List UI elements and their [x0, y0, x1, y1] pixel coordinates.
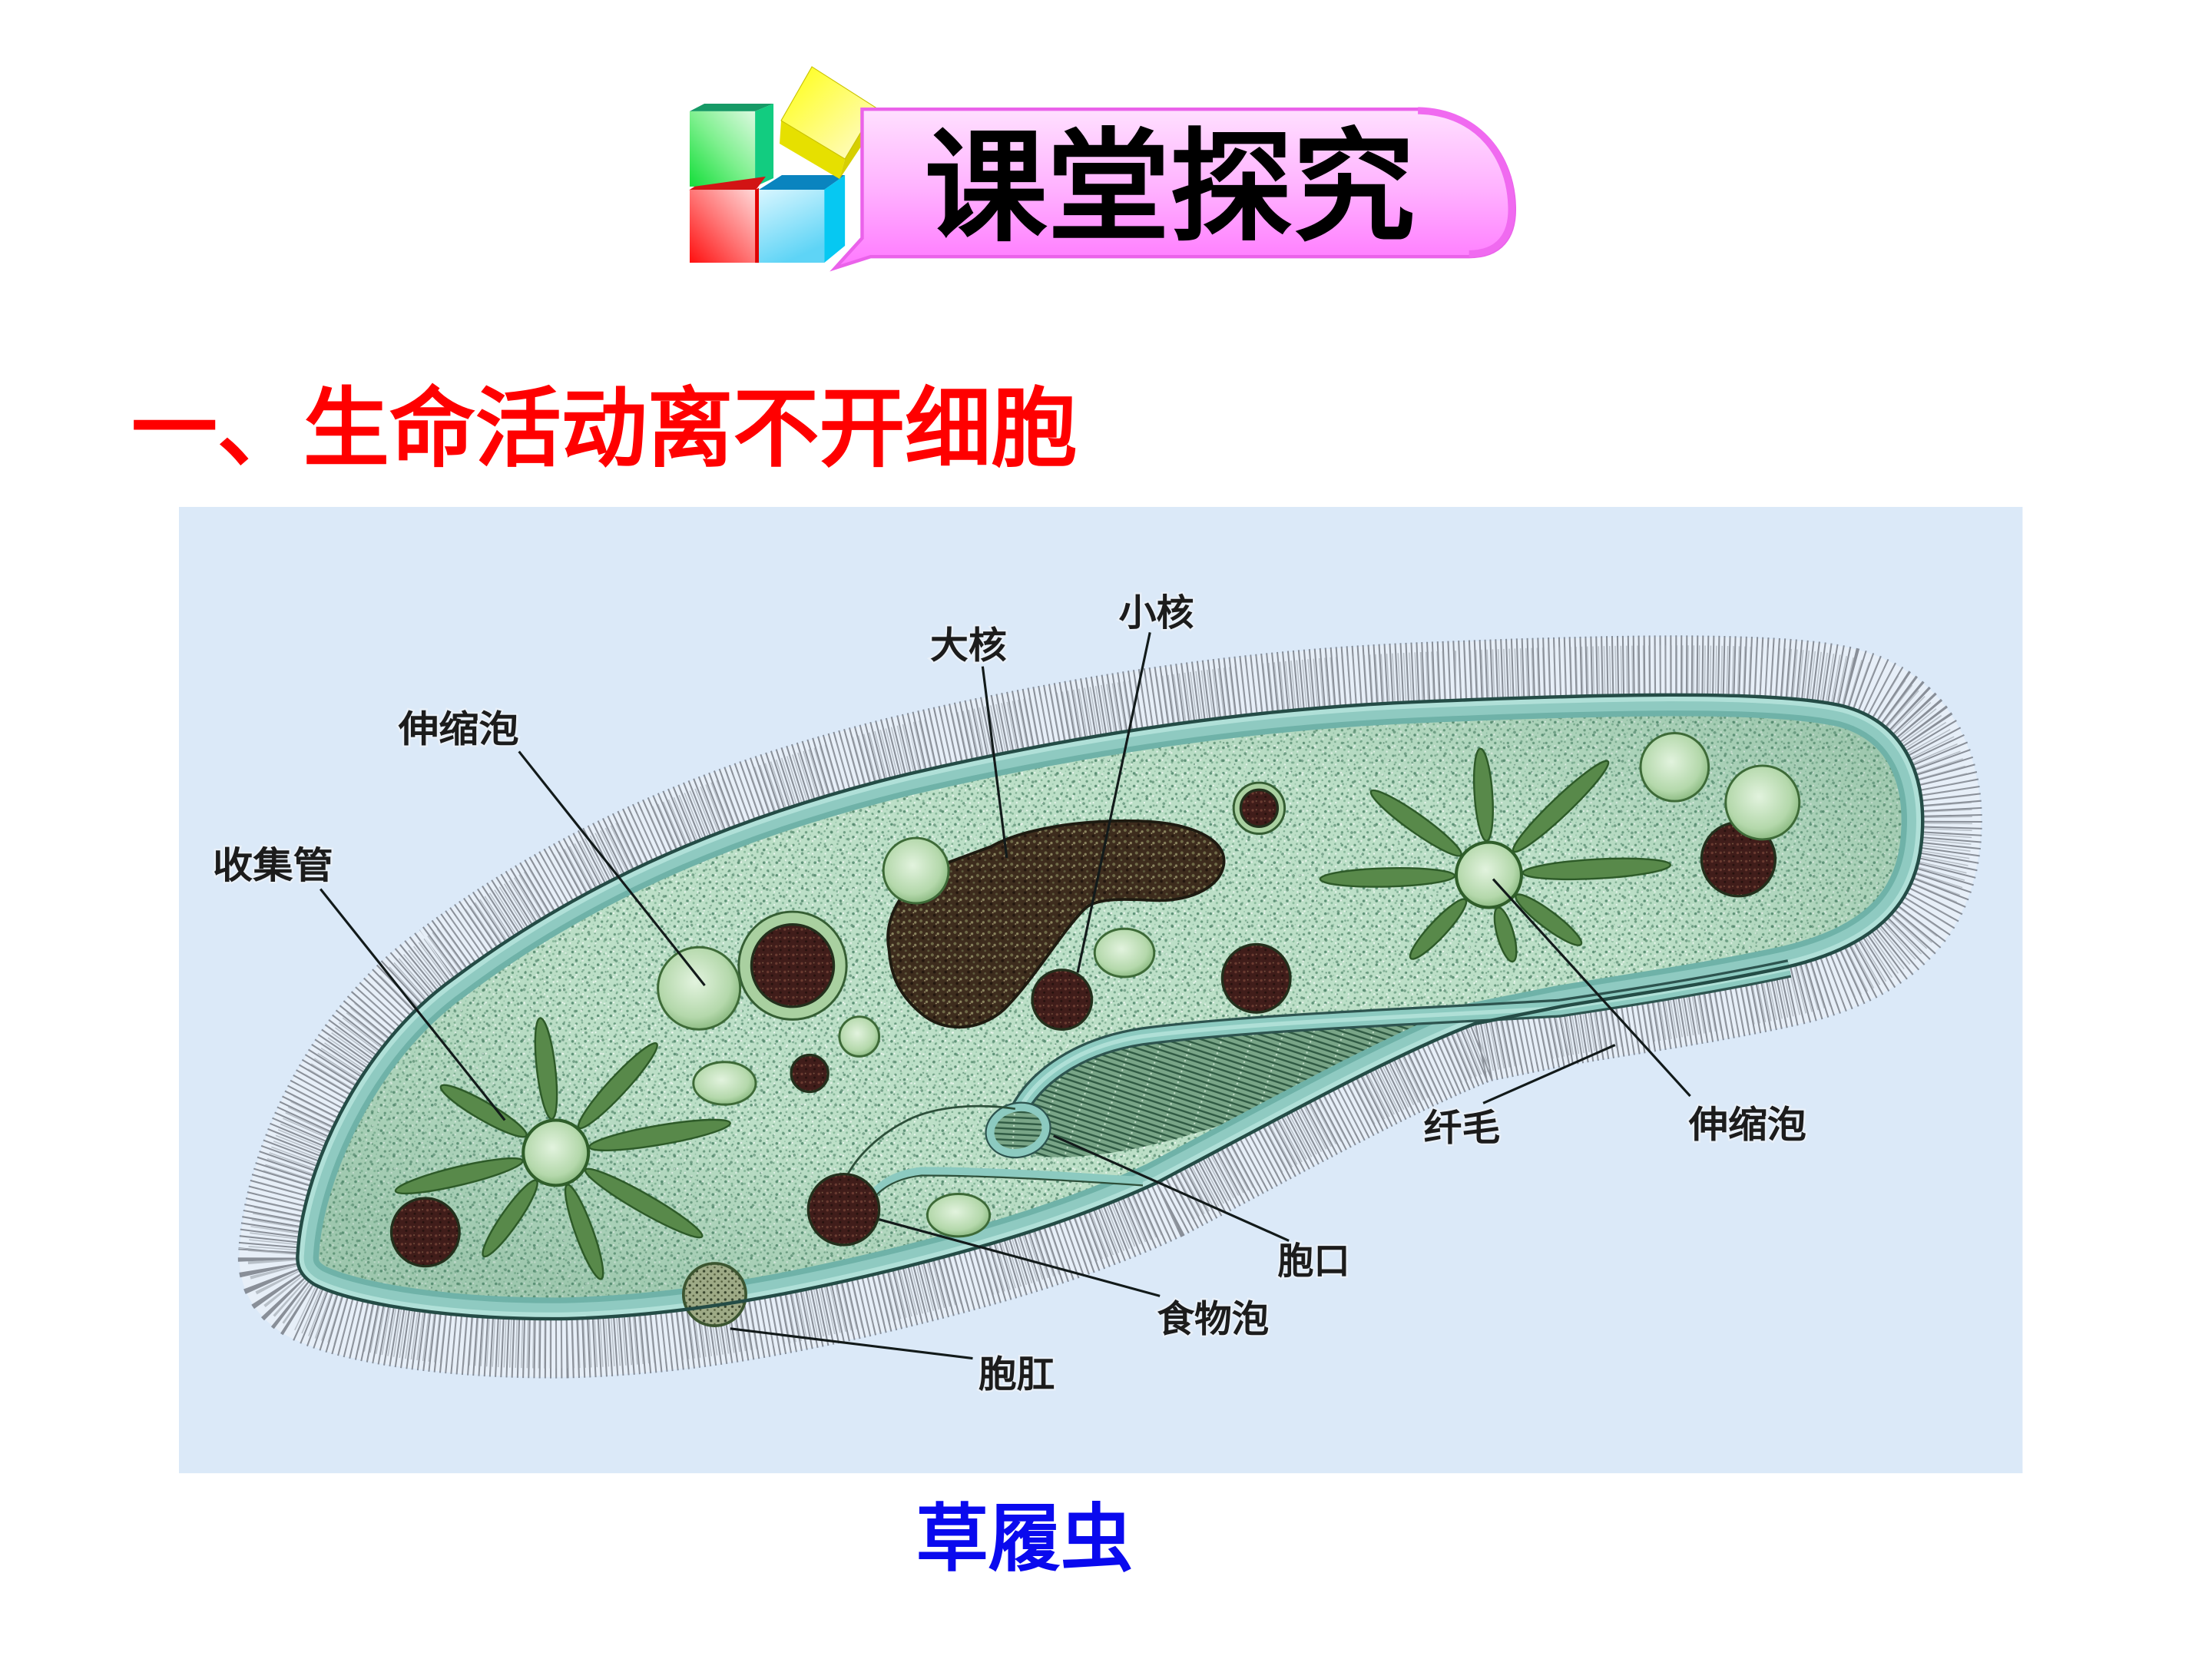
vacuole [838, 1015, 881, 1058]
paramecium-figure: 小核 大核 伸缩泡 收集管 纤毛 伸缩泡 胞口 食物泡 胞肛 [178, 507, 2023, 1474]
leader-line-cilia [1482, 1044, 1616, 1104]
label-cilia: 纤毛 [1424, 1106, 1501, 1149]
vacuole [657, 945, 742, 1031]
label-micronucleus: 小核 [1119, 591, 1194, 634]
label-collecting-canal: 收集管 [213, 844, 333, 887]
blue-cube-top [759, 175, 846, 190]
contractile-vacuole-left [394, 1017, 731, 1280]
gullet-lower-band [870, 1167, 1144, 1197]
leader-line-oral-groove [1053, 1134, 1290, 1242]
label-anal-pore: 胞肛 [979, 1353, 1055, 1396]
blue-cube-side [824, 175, 846, 263]
yellow-cube-top [780, 66, 876, 160]
green-cube-side [755, 103, 774, 187]
leader-lines [320, 632, 1691, 1360]
vacuole [926, 1192, 992, 1238]
contractile-vacuole-right [1319, 747, 1672, 963]
food-vacuole [389, 1197, 461, 1268]
green-cube-top [689, 103, 774, 111]
section-header: 课堂探究 [689, 66, 1516, 272]
leader-line-food-vacuole [879, 1218, 1161, 1297]
gullet-upper-line [846, 1104, 1016, 1175]
label-contractile-vacuole-right: 伸缩泡 [1688, 1104, 1806, 1147]
food-vacuole [750, 923, 836, 1008]
leader-line-micronucleus [1076, 632, 1151, 973]
vacuole [1639, 731, 1710, 803]
section-heading: 一、生命活动离不开细胞 [131, 377, 1077, 479]
red-cube-side [755, 187, 760, 263]
vacuole [882, 836, 950, 905]
micronucleus [1031, 969, 1094, 1031]
vacuole [1724, 764, 1801, 841]
leader-line-contractile-vacuole-right [1492, 878, 1691, 1098]
vacuole [1093, 927, 1156, 979]
groove-upper-band-highlight [1016, 966, 1790, 1113]
label-food-vacuole: 食物泡 [1157, 1298, 1269, 1341]
food-vacuole [806, 1172, 881, 1247]
food-vacuoles [389, 781, 1777, 1268]
figure-labels: 小核 大核 伸缩泡 收集管 纤毛 伸缩泡 胞口 食物泡 胞肛 [211, 590, 1809, 1398]
contractile-vacuole-center [1454, 840, 1523, 909]
food-vacuole [1220, 942, 1292, 1014]
vacuole [692, 1061, 757, 1106]
leader-line-macronucleus [981, 666, 1008, 859]
cytostome-outline [985, 1101, 1051, 1159]
leader-line-collecting-canal [320, 888, 506, 1121]
label-macronucleus: 大核 [930, 624, 1007, 667]
food-vacuole [1239, 788, 1280, 828]
figure-caption: 草履虫 [916, 1495, 1133, 1581]
red-cube-front [689, 190, 756, 263]
contractile-vacuole-center [522, 1118, 591, 1187]
stacked-cubes-icon [689, 66, 876, 263]
light-vacuoles [657, 731, 1801, 1238]
blue-cube-front [759, 190, 825, 263]
macronucleus [886, 819, 1226, 1029]
leader-line-anal-pore [730, 1327, 973, 1360]
banner-title: 课堂探究 [925, 118, 1416, 259]
yellow-cube-side [780, 120, 846, 179]
green-cube-front [689, 111, 756, 187]
gullet-lower-line [873, 1174, 1144, 1199]
label-oral-groove: 胞口 [1277, 1240, 1349, 1283]
food-vacuole [790, 1053, 830, 1094]
red-cube-top [689, 176, 766, 190]
label-contractile-vacuole-left: 伸缩泡 [398, 708, 519, 751]
anal-pore [682, 1262, 747, 1328]
leader-line-contractile-vacuole-left [518, 750, 706, 987]
banner-rim [1418, 107, 1515, 258]
